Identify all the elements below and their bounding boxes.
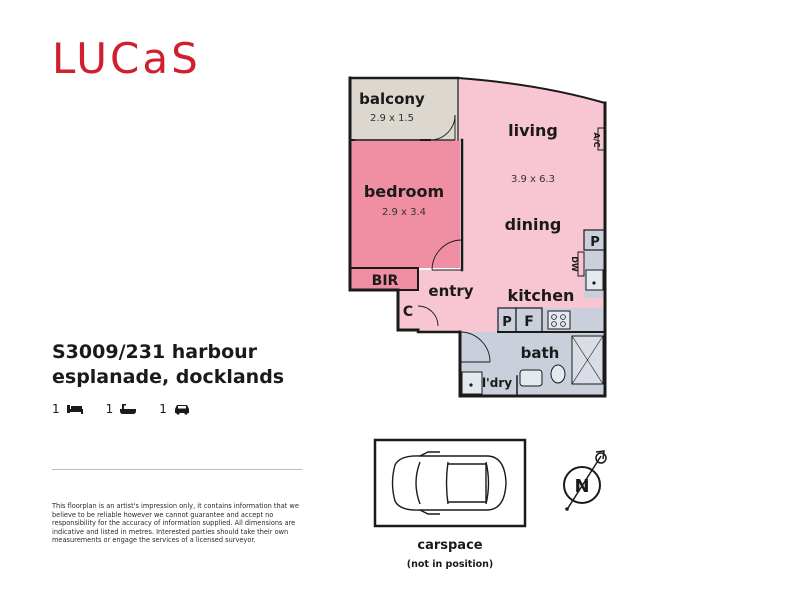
balcony-dims: 2.9 x 1.5	[370, 113, 414, 124]
property-features: 1 1 1	[52, 402, 191, 416]
bath-icon	[120, 404, 137, 414]
divider	[52, 469, 302, 470]
bath-label: bath	[521, 344, 560, 362]
bed-icon	[66, 405, 83, 414]
dishwasher: DW	[570, 251, 585, 277]
fridge-label: F	[524, 314, 534, 330]
compass-label: N	[574, 476, 589, 497]
entry-pantry-label: P	[502, 315, 512, 330]
brand-logo: LUCaS	[52, 34, 201, 83]
doors	[355, 114, 491, 363]
room-bath: bath	[460, 332, 605, 396]
laundry-label: l'dry	[482, 376, 512, 390]
dining-label: dining	[505, 215, 562, 234]
kitchen-pantry-label: P	[590, 235, 600, 250]
room-living: living 3.9 x 6.3 dining kitchen	[418, 78, 605, 332]
bedroom-label: bedroom	[364, 182, 444, 201]
kitchen-bench: P P F	[497, 229, 606, 333]
room-cupboard: C	[398, 290, 418, 330]
carspace-count-value: 1	[159, 402, 167, 416]
cupboard-label: C	[403, 304, 413, 320]
disclaimer: This floorplan is an artist's impression…	[52, 502, 299, 544]
walls	[348, 76, 607, 398]
bedroom-count: 1	[52, 402, 84, 416]
car-outline-icon	[391, 451, 507, 515]
bathroom-count: 1	[106, 402, 138, 416]
compass-icon: N	[563, 450, 607, 511]
address-line-1: S3009/231 harbour	[52, 341, 258, 363]
bathroom-count-value: 1	[105, 402, 114, 416]
room-bir: BIR	[350, 268, 418, 290]
carspace: carspace (not in position)	[373, 438, 527, 570]
address-line-2: esplanade, docklands	[52, 366, 285, 388]
bedroom-dims: 2.9 x 3.4	[382, 207, 426, 218]
ac-label: A/C	[592, 133, 601, 148]
dw-label: DW	[570, 256, 579, 272]
property-address: S3009/231 harbour esplanade, docklands	[52, 340, 312, 390]
living-label: living	[508, 121, 558, 140]
carspace-count: 1	[159, 402, 191, 416]
kitchen-label: kitchen	[508, 286, 575, 305]
room-balcony: balcony 2.9 x 1.5	[350, 78, 458, 140]
carspace-note: (not in position)	[407, 559, 493, 570]
room-bedroom: bedroom 2.9 x 3.4	[350, 140, 460, 268]
bir-label: BIR	[372, 273, 399, 289]
car-icon	[174, 405, 189, 415]
room-laundry: l'dry	[461, 371, 512, 395]
carspace-label: carspace	[417, 538, 482, 553]
room-entry: entry	[418, 270, 500, 332]
bedroom-count-value: 1	[52, 402, 60, 416]
entry-label: entry	[428, 282, 473, 300]
balcony-label: balcony	[359, 90, 425, 108]
living-dims: 3.9 x 6.3	[511, 174, 555, 185]
